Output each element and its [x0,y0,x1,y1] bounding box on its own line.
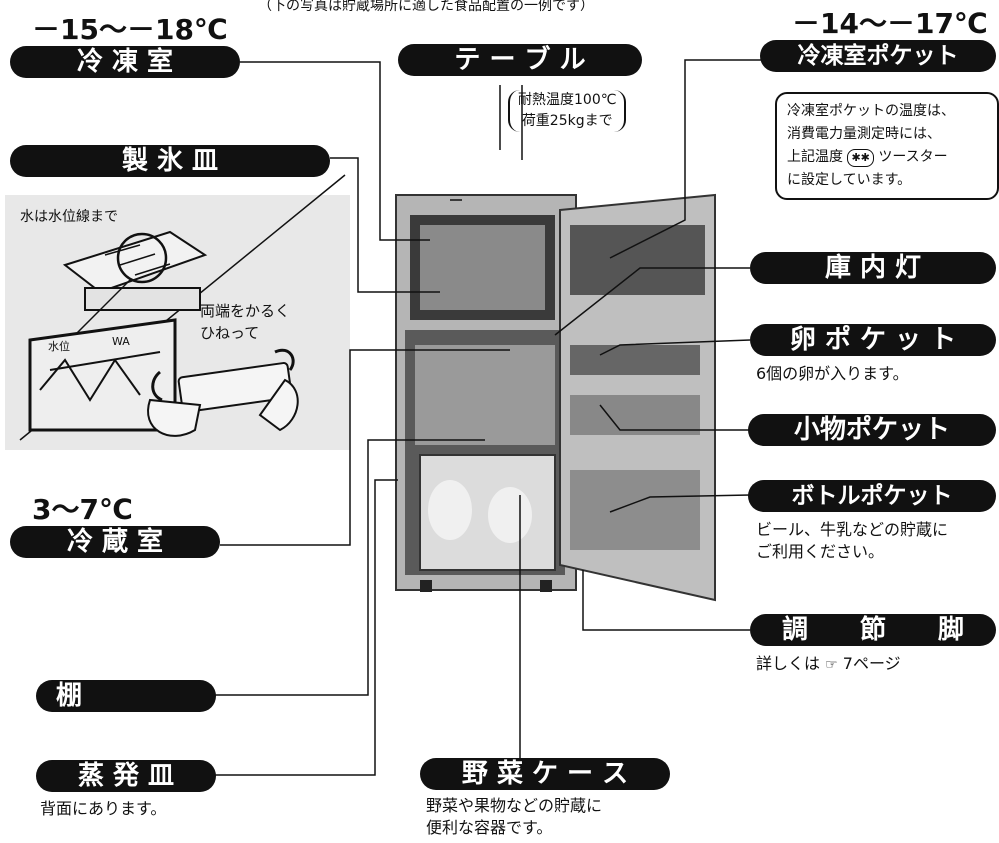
fridge-label: 冷 蔵 室 [10,526,220,558]
twist-instruction: 両端をかるく ひねって [200,300,290,344]
fridge-temperature: 3～7℃ [32,493,133,526]
page-reference-link[interactable]: 7ページ [842,654,901,673]
freezer-pocket-note-temp-text: 上記温度 [787,149,843,165]
two-star-mark: ✱✱ [847,149,874,167]
photo-caption: （下の写真は貯蔵場所に適した食品配置の一例です） [258,0,594,14]
ice-tray-label: 製 氷 皿 [10,145,330,177]
evaporating-tray-label: 蒸 発 皿 [36,760,216,792]
table-load-limit: 荷重25kgまで [521,113,613,129]
freezer-pocket-label: 冷凍室ポケット [760,40,996,72]
freezer-pocket-note: 冷凍室ポケットの温度は、 消費電力量測定時には、 上記温度 ✱✱ ツースター に… [775,92,999,200]
adjustable-leg-label: 調 節 脚 [750,614,996,646]
twist-instruction-line-1: 両端をかるく [200,302,291,320]
freezer-temperature: －15～－18℃ [32,13,228,46]
freezer-pocket-note-two-star: ツースター [878,149,948,165]
adjustable-leg-note: 詳しくは ☞ 7ページ [756,653,901,676]
pointing-hand-icon: ☞ [825,657,838,673]
egg-pocket-label: 卵 ポ ケ ッ ト [750,324,996,356]
refrigerator-photo [395,193,716,602]
twist-instruction-line-2: ひねって [200,324,260,342]
freezer-pocket-note-line-3: 上記温度 ✱✱ ツースター [787,146,987,169]
shelf-label: 棚 [36,680,216,712]
water-level-mark: 水位 [48,339,70,353]
bottle-pocket-label: ボトルポケット [748,480,996,512]
vegetable-case-note: 野菜や果物などの貯蔵に 便利な容器です。 [426,795,602,839]
table-note: 耐熱温度100℃ 荷重25kgまで [508,90,627,132]
water-line-text: 水は水位線まで [20,209,118,225]
ice-tray-illustration: 水位 WA [5,174,350,450]
freezer-pocket-note-line-1: 冷凍室ポケットの温度は、 [787,103,955,119]
table-heat-limit: 耐熱温度100℃ [518,92,617,108]
adjustable-leg-note-prefix: 詳しくは [756,654,821,673]
water-level-mark-2: WA [112,335,130,348]
small-items-pocket-label: 小物ポケット [748,414,996,446]
table-label: テ ー ブ ル [398,44,642,76]
egg-pocket-note: 6個の卵が入ります。 [756,364,909,383]
bottle-pocket-note-line-2: ご利用ください。 [756,542,885,561]
bottle-pocket-note: ビール、牛乳などの貯蔵に ご利用ください。 [756,519,948,563]
freezer-pocket-note-line-4: に設定しています。 [787,172,912,188]
bottle-pocket-note-line-1: ビール、牛乳などの貯蔵に [756,520,949,539]
evaporating-tray-note: 背面にあります。 [40,799,167,818]
vegetable-case-note-line-2: 便利な容器です。 [426,818,553,837]
freezer-label: 冷 凍 室 [10,46,240,78]
interior-light-label: 庫 内 灯 [750,252,996,284]
leader-lines [215,59,780,776]
vegetable-case-note-line-1: 野菜や果物などの貯蔵に [426,796,603,815]
freezer-pocket-note-line-2: 消費電力量測定時には、 [787,126,941,142]
vegetable-case-label: 野 菜 ケ ー ス [420,758,670,790]
freezer-pocket-temperature: －14～－17℃ [792,7,988,40]
